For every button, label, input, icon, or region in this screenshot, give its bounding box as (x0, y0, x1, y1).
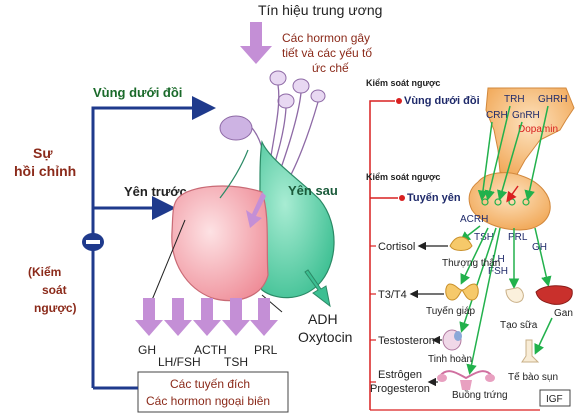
adh-label: ADH (308, 311, 338, 327)
hh-crh: CRH (486, 110, 508, 121)
pituitary-gland (171, 139, 335, 302)
ph-fsh: FSH (488, 266, 508, 277)
target-line-2: Các hormon ngoại biên (146, 394, 270, 408)
right-hypothalamus-label: Vùng dưới đồi (404, 95, 480, 107)
anterior-pointer (151, 219, 186, 301)
organ-adrenal: Thượng thận (442, 258, 500, 269)
target-progesteron: Progesteron (370, 383, 430, 395)
breast-icon (505, 287, 524, 303)
hh-dopamin: Dopamin (518, 124, 558, 135)
hh-gnrh: GnRH (512, 110, 540, 121)
organ-thyroid: Tuyến giáp (426, 305, 476, 317)
hormone-lh-fsh: LH/FSH (158, 355, 201, 369)
dopamine-inhibit-arrow (506, 185, 519, 203)
central-signal-arrow (240, 22, 272, 64)
ph-acrh: ACRH (460, 214, 488, 225)
feedback-control-line-1: (Kiểm (28, 265, 61, 279)
organ-liver: Gan (554, 308, 573, 319)
hormone-prl: PRL (254, 343, 278, 357)
feedback-dot-pituitary (399, 195, 405, 201)
hormone-acth: ACTH (194, 343, 227, 357)
hormone-gh: GH (138, 343, 156, 357)
red-feedback-frame (369, 100, 398, 410)
anterior-pituitary-label: Yên trước (124, 184, 187, 199)
right-hypothalamus-shape (485, 87, 575, 179)
adh-arrow (304, 269, 331, 308)
oxytocin-label: Oxytocin (298, 329, 352, 345)
organ-cartilage: Tế bào sụn (508, 371, 558, 383)
target-arrows (409, 241, 448, 387)
hormone-note-line-3: ức chế (312, 61, 349, 75)
hormone-tsh: TSH (224, 355, 248, 369)
ovary-icon (437, 370, 495, 390)
target-line-1: Các tuyến đích (170, 377, 250, 391)
organ-testis: Tinh hoàn (428, 354, 472, 365)
feedback-control-line-3: ngược) (34, 301, 77, 315)
neuron-vesicles (219, 70, 326, 141)
target-estrogen: Estrôgen (378, 369, 422, 381)
organ-ovary: Buồng trứng (452, 389, 508, 401)
igf-box (539, 389, 571, 407)
right-pituitary-label: Tuyến yên (407, 192, 461, 204)
feedback-control-line-2: soát (42, 283, 67, 297)
feedback-minus-icon (82, 233, 104, 251)
feedback-line-hypothalamus (91, 96, 216, 388)
hypothalamus-label: Vùng dưới đồi (93, 85, 182, 100)
target-cortisol: Cortisol (378, 241, 415, 253)
thyroid-icon (445, 283, 479, 301)
anterior-lobe (171, 185, 269, 302)
right-panel: Kiểm soát ngược Vùng dưới đồi Kiểm soát … (366, 78, 575, 411)
target-t3t4: T3/T4 (378, 289, 407, 301)
cartilage-icon (521, 339, 540, 363)
feedback-hypothalamus-label: Kiểm soát ngược (366, 78, 440, 88)
left-panel: Tín hiệu trung ương Các hormon gây tiết … (14, 2, 382, 413)
hormone-note-line-2: tiết và các yếu tố (282, 46, 372, 60)
target-feedback-lines (370, 245, 376, 383)
hh-ghrh: GHRH (538, 94, 567, 105)
posterior-pituitary-label: Yên sau (288, 183, 338, 198)
testis-icon (442, 329, 462, 351)
posterior-pointer (261, 294, 283, 313)
hypothalamic-green-arrows (477, 105, 549, 201)
self-regulation-line-2: hồi chỉnh (14, 163, 76, 179)
feedback-pituitary-label: Kiểm soát ngược (366, 172, 440, 182)
hormone-note-line-1: Các hormon gây (282, 31, 370, 45)
target-testosteron: Testosteron (378, 335, 435, 347)
ph-prl: PRL (508, 232, 528, 243)
target-box (137, 371, 289, 413)
organ-lactation: Tạo sữa (500, 320, 538, 331)
portal-arrow (246, 192, 266, 228)
hh-trh: TRH (504, 94, 525, 105)
target-igf: IGF (546, 394, 563, 405)
anterior-hormone-arrows (135, 298, 278, 336)
adrenal-icon (449, 236, 473, 251)
self-regulation-line-1: Sự (33, 145, 53, 161)
central-signal-label: Tín hiệu trung ương (258, 2, 382, 18)
pituitary-green-arrows (459, 225, 553, 375)
liver-icon (535, 285, 573, 305)
feedback-dot-hypothalamus (396, 98, 402, 104)
ph-lh: LH (492, 254, 505, 265)
